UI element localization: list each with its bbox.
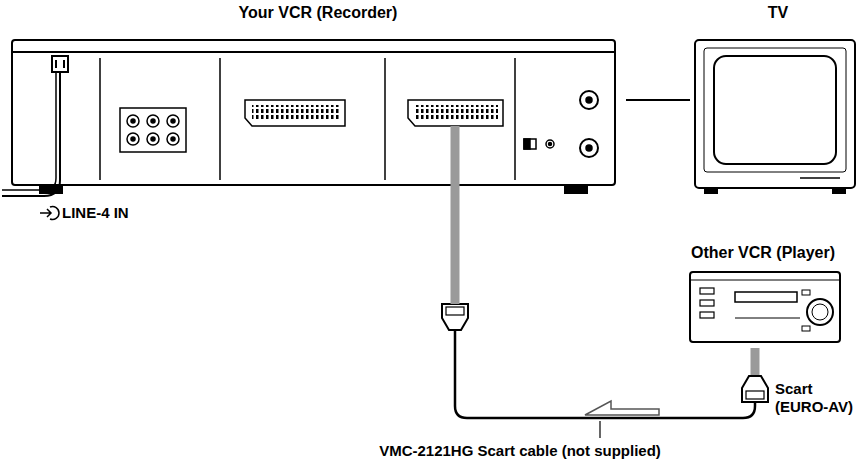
- node-heading: TV: [690, 4, 865, 22]
- line-in-jacks: [120, 108, 186, 152]
- node-heading: Other VCR (Player): [675, 244, 851, 262]
- scart-plug: [442, 304, 468, 330]
- leader-line: [599, 421, 600, 438]
- connector: [626, 100, 690, 101]
- scart-cable-stub: [455, 126, 456, 196]
- cable-plug-lead: [751, 348, 760, 378]
- recorder-rear-panel: [12, 40, 615, 193]
- cable-grey-lead: [451, 196, 460, 304]
- connector: [442, 196, 768, 438]
- power-cord: [2, 56, 68, 196]
- player-vcr: [690, 272, 840, 342]
- tv-node: TV: [690, 0, 865, 196]
- connector-label: Scart (EURO-AV): [775, 380, 861, 416]
- scart-plug: [742, 376, 768, 402]
- signal-arrow: [585, 401, 659, 415]
- node-heading: Your VCR (Recorder): [10, 4, 626, 22]
- recorder-vcr: Your VCR (Recorder): [10, 0, 626, 196]
- plug-ribs: [446, 307, 464, 315]
- switch-and-rf-jacks: [524, 91, 598, 157]
- player-node: Other VCR (Player): [675, 240, 851, 348]
- tv-set: [695, 40, 855, 193]
- rf-cable: [626, 99, 690, 101]
- jack-label: LINE-4 IN: [62, 204, 129, 222]
- scart-cable: [455, 330, 755, 418]
- plug-ribs: [746, 391, 764, 399]
- cable-label: VMC-2121HG Scart cable (not supplied): [300, 442, 740, 460]
- scart-sockets: [245, 100, 503, 126]
- line-in-symbol: [40, 207, 59, 220]
